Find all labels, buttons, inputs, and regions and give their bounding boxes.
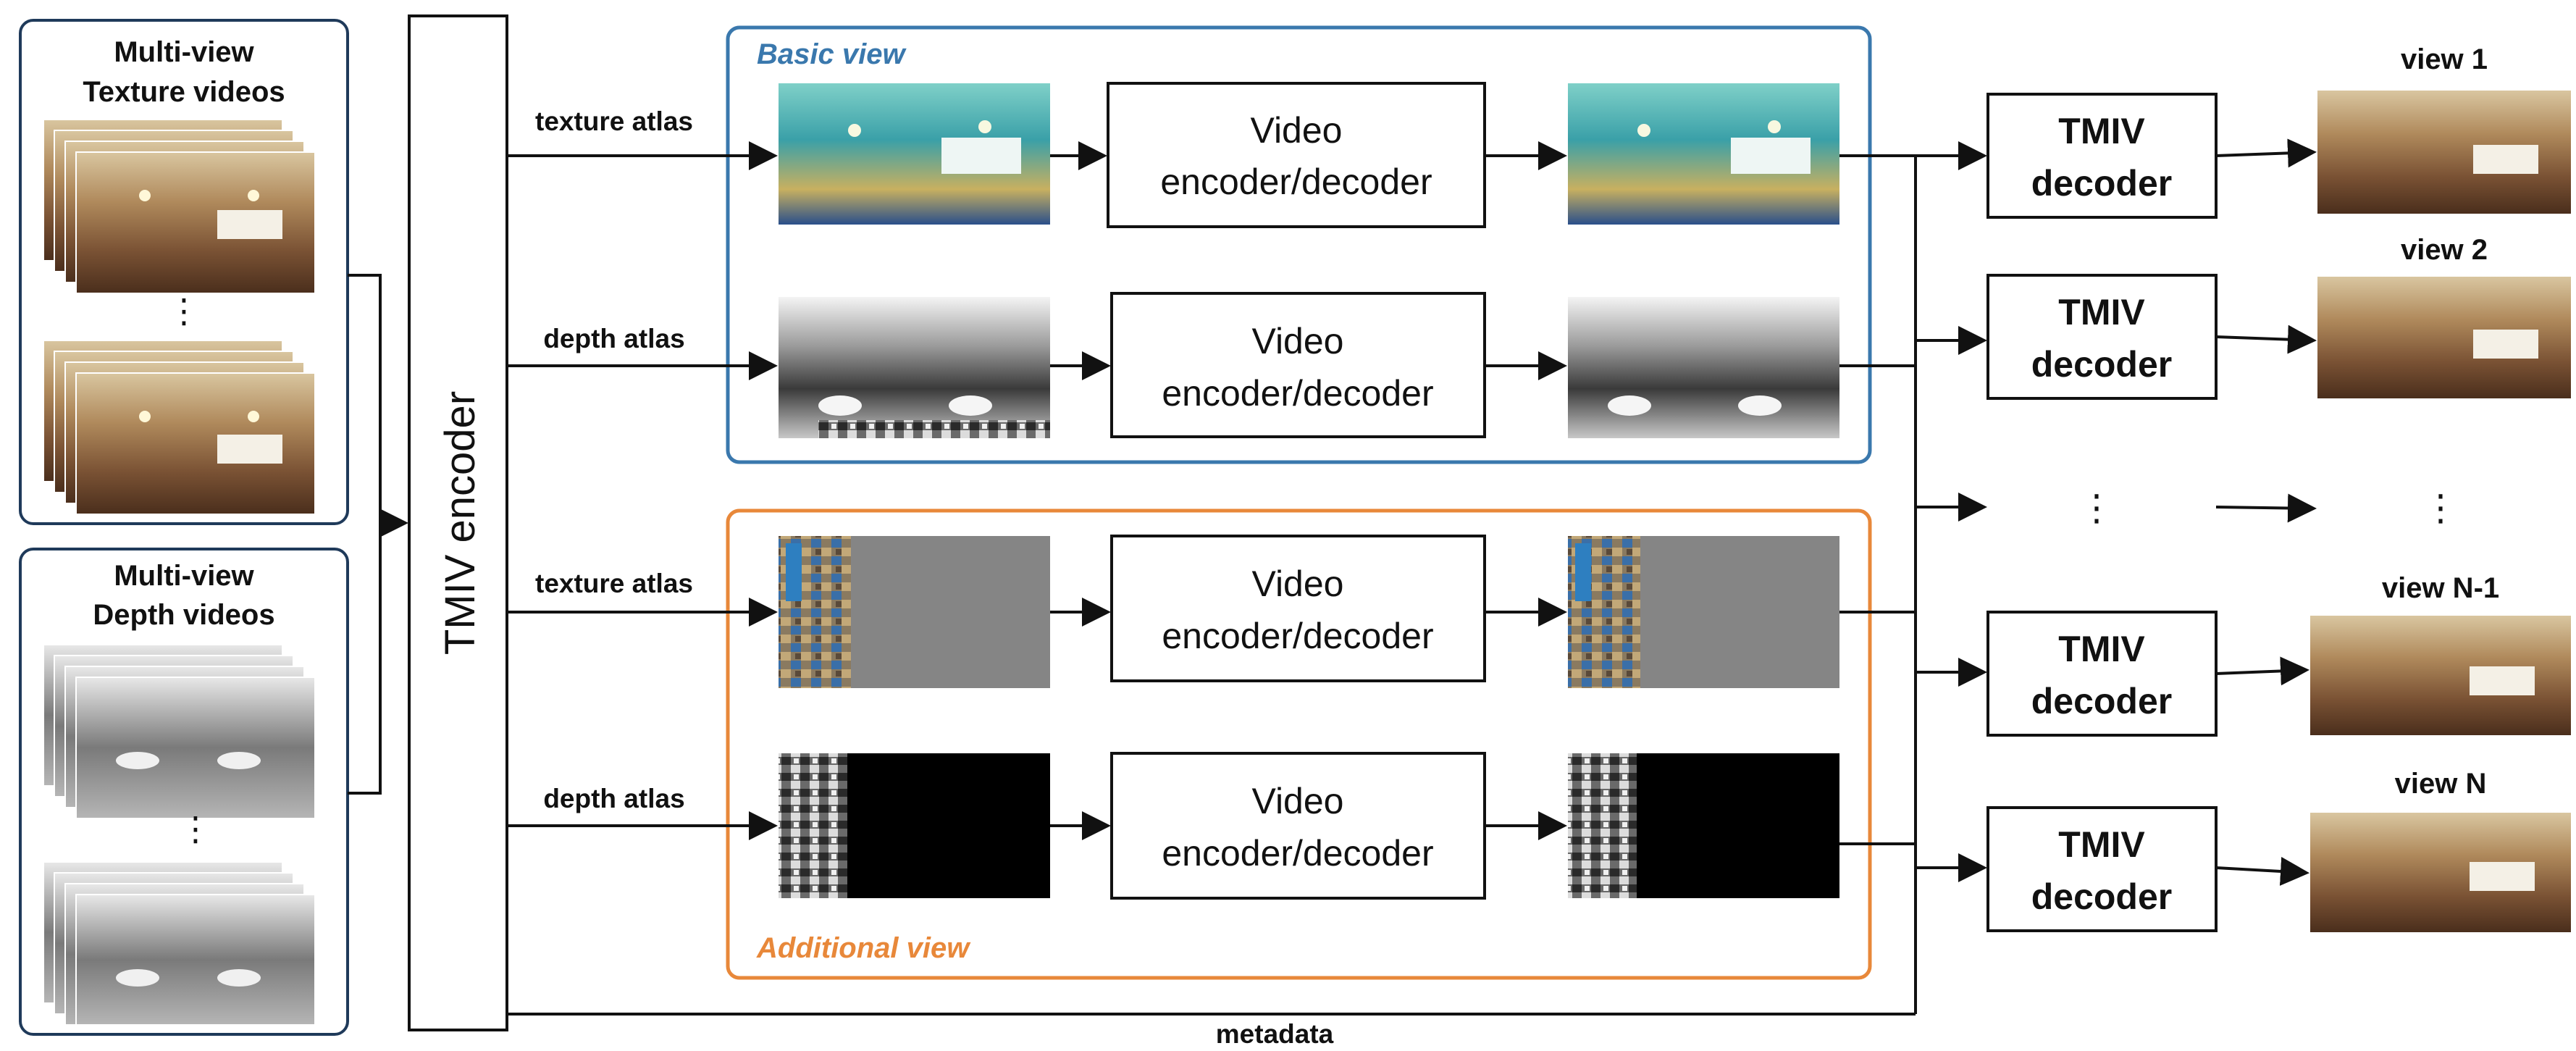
basic-texture-atlas-output-image	[1568, 83, 1839, 225]
additional-texture-atlas-input-image	[779, 536, 1050, 688]
depth-video-stack-top	[43, 644, 316, 819]
decoder-n-1: TMIV decoder	[1986, 611, 2218, 737]
codec-line1: Video	[1252, 564, 1344, 604]
decoder-line2: decoder	[2031, 163, 2173, 204]
codec-line1: Video	[1251, 110, 1343, 151]
view-label: view 2	[2401, 234, 2488, 266]
decoder-line2: decoder	[2031, 876, 2173, 917]
decoder-line1: TMIV	[2058, 111, 2145, 151]
additional-depth-codec-box: Video encoder/decoder	[1110, 752, 1486, 900]
depth-panel-title-line1: Multi-view	[114, 560, 254, 592]
output-bus	[507, 154, 1917, 1016]
basic-texture-atlas-input-image	[779, 83, 1050, 225]
row-basic-depth: depth atlas Video encoder/decoder	[507, 292, 1839, 438]
depth-video-stack-bottom	[43, 861, 316, 1026]
texture-panel-title-line1: Multi-view	[114, 36, 254, 68]
basic-depth-label: depth atlas	[543, 324, 684, 353]
basic-view-title: Basic view	[757, 38, 907, 70]
basic-depth-atlas-input-image	[779, 297, 1050, 438]
codec-line2: encoder/decoder	[1162, 373, 1433, 414]
tmiv-encoder-block: TMIV encoder	[408, 14, 508, 1031]
view-n-1: view N-1	[2310, 572, 2571, 735]
decoder-1: TMIV decoder	[1986, 93, 2218, 219]
texture-input-panel: Multi-view Texture videos ⋮	[19, 19, 349, 525]
decoder-line1: TMIV	[2058, 824, 2145, 865]
basic-view-group: Basic view	[726, 25, 1872, 464]
basic-texture-codec-box: Video encoder/decoder	[1107, 82, 1486, 228]
additional-texture-atlas-output-image	[1568, 536, 1839, 688]
texture-ellipsis: ⋮	[167, 292, 201, 330]
additional-depth-atlas-output-image	[1568, 753, 1839, 898]
decoder-n: TMIV decoder	[1986, 806, 2218, 932]
view-label: view 1	[2401, 43, 2488, 75]
view-label: view N	[2395, 768, 2487, 800]
view-1: view 1	[2317, 43, 2571, 214]
codec-line2: encoder/decoder	[1162, 833, 1433, 874]
codec-line2: encoder/decoder	[1162, 616, 1433, 656]
decoder-line2: decoder	[2031, 344, 2173, 385]
view-ellipsis: ⋮	[2422, 487, 2459, 528]
additional-depth-label: depth atlas	[543, 784, 684, 813]
view-2: view 2	[2317, 234, 2571, 398]
decoder-2: TMIV decoder	[1986, 274, 2218, 400]
decoder-to-view-arrows	[2215, 138, 2317, 886]
decoder-line1: TMIV	[2058, 292, 2145, 332]
decoder-line1: TMIV	[2058, 629, 2145, 669]
additional-depth-atlas-input-image	[779, 753, 1050, 898]
additional-view-title: Additional view	[756, 932, 971, 964]
decoder-ellipsis: ⋮	[2078, 487, 2115, 528]
additional-view-group: Additional view	[726, 508, 1872, 980]
codec-line2: encoder/decoder	[1160, 162, 1432, 202]
basic-depth-atlas-output-image	[1568, 297, 1839, 438]
depth-ellipsis: ⋮	[179, 810, 212, 847]
texture-video-stack-top	[43, 119, 316, 294]
additional-texture-label: texture atlas	[535, 569, 693, 598]
bus-to-decoder-arrows	[1916, 141, 1987, 882]
codec-line1: Video	[1252, 781, 1344, 821]
tmiv-encoder-label: TMIV encoder	[437, 391, 484, 655]
basic-texture-label: texture atlas	[535, 106, 693, 136]
view-n: view N	[2310, 768, 2571, 932]
row-additional-texture: texture atlas Video encoder/decoder	[507, 535, 1839, 688]
texture-panel-title-line2: Texture videos	[83, 76, 285, 108]
input-connector	[348, 274, 408, 795]
texture-video-stack-bottom	[43, 340, 316, 515]
basic-depth-codec-box: Video encoder/decoder	[1110, 292, 1486, 438]
depth-panel-title-line2: Depth videos	[93, 599, 274, 631]
row-additional-depth: depth atlas Video encoder/decoder	[507, 752, 1839, 900]
ellipsis-arrow	[2215, 493, 2317, 523]
row-basic-texture: texture atlas Video encoder/decoder	[507, 82, 1839, 228]
decoder-line2: decoder	[2031, 681, 2173, 721]
view-label: view N-1	[2382, 572, 2499, 604]
additional-texture-codec-box: Video encoder/decoder	[1110, 535, 1486, 682]
depth-input-panel: Multi-view Depth videos ⋮	[19, 548, 349, 1036]
metadata-label: metadata	[1216, 1019, 1334, 1049]
codec-line1: Video	[1252, 321, 1344, 361]
